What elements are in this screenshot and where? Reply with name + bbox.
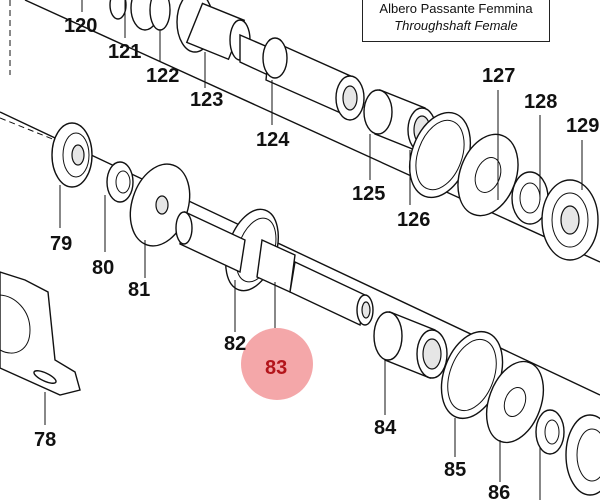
part-126-ring[interactable] <box>399 104 482 206</box>
callout-86[interactable]: 86 <box>488 482 510 500</box>
part-80-spacer[interactable] <box>106 161 134 203</box>
dashed-line-left <box>0 117 56 141</box>
part-83-throughshaft-female[interactable] <box>175 210 374 327</box>
part-86-washer[interactable] <box>476 354 554 451</box>
callout-78[interactable]: 78 <box>34 429 56 451</box>
part-128-spacer[interactable] <box>511 171 549 225</box>
callout-83[interactable]: 83 <box>265 357 287 379</box>
title-italian: Albero Passante Femmina <box>379 1 533 16</box>
callout-80[interactable]: 80 <box>92 257 114 279</box>
part-81-washer[interactable] <box>120 156 199 253</box>
callout-127[interactable]: 127 <box>482 65 515 87</box>
title-english: Throughshaft Female <box>394 18 518 33</box>
callout-124[interactable]: 124 <box>256 129 290 151</box>
part-bearing-lower-right[interactable] <box>565 414 600 496</box>
callout-125[interactable]: 125 <box>352 183 385 205</box>
callout-121[interactable]: 121 <box>108 41 141 63</box>
callout-128[interactable]: 128 <box>524 91 557 113</box>
callout-123[interactable]: 123 <box>190 89 223 111</box>
callout-81[interactable]: 81 <box>128 279 150 301</box>
callout-82[interactable]: 82 <box>224 333 246 355</box>
callout-79[interactable]: 79 <box>50 233 72 255</box>
callout-120[interactable]: 120 <box>64 15 97 37</box>
part-122-seal[interactable] <box>149 0 171 31</box>
part-123-splined-end[interactable] <box>176 0 251 61</box>
part-79-bearing[interactable] <box>51 122 93 188</box>
part-129-bearing[interactable] <box>541 179 599 261</box>
part-spacer-lower-right[interactable] <box>535 409 565 455</box>
part-title-box: Albero Passante Femmina Throughshaft Fem… <box>362 0 550 42</box>
part-127-washer[interactable] <box>447 126 528 224</box>
callout-126[interactable]: 126 <box>397 209 430 231</box>
highlight-marker-83[interactable] <box>241 328 313 400</box>
part-78-housing-bracket[interactable] <box>0 271 81 396</box>
leader-lines <box>44 0 583 500</box>
part-84-needle-bearing[interactable] <box>373 311 448 379</box>
callout-85[interactable]: 85 <box>444 459 466 481</box>
part-124-throughshaft[interactable] <box>239 33 365 121</box>
callout-122[interactable]: 122 <box>146 65 179 87</box>
part-120-washer[interactable] <box>109 0 127 20</box>
part-85-ring[interactable] <box>430 323 513 427</box>
callout-84[interactable]: 84 <box>374 417 397 439</box>
callout-129[interactable]: 129 <box>566 115 599 137</box>
boundary-line-top <box>24 0 600 263</box>
